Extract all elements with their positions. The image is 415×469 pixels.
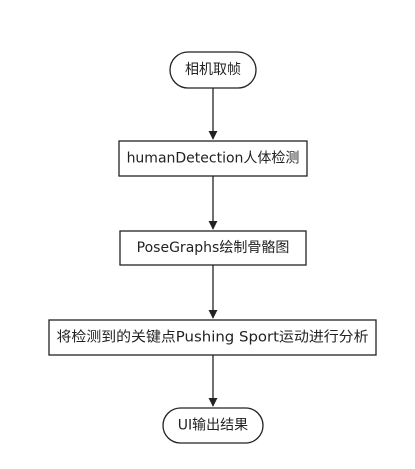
- node-end-label: UI输出结果: [178, 418, 248, 434]
- node-pose-label: PoseGraphs绘制骨骼图: [137, 240, 290, 256]
- process-shape: [118, 140, 308, 177]
- process-shape: [119, 230, 307, 266]
- node-start-label: 相机取帧: [185, 62, 241, 78]
- terminator-shape: [162, 407, 264, 444]
- process-shape: [48, 319, 377, 356]
- node-start: 相机取帧: [169, 51, 257, 89]
- node-analyze-label: 将检测到的关键点Pushing Sport运动进行分析: [57, 330, 369, 346]
- node-end: UI输出结果: [162, 407, 264, 444]
- node-detect-label: humanDetection人体检测: [127, 151, 300, 167]
- node-pose: PoseGraphs绘制骨骼图: [119, 230, 307, 266]
- node-detect: humanDetection人体检测: [118, 140, 308, 177]
- node-analyze: 将检测到的关键点Pushing Sport运动进行分析: [48, 319, 377, 356]
- terminator-shape: [169, 51, 257, 89]
